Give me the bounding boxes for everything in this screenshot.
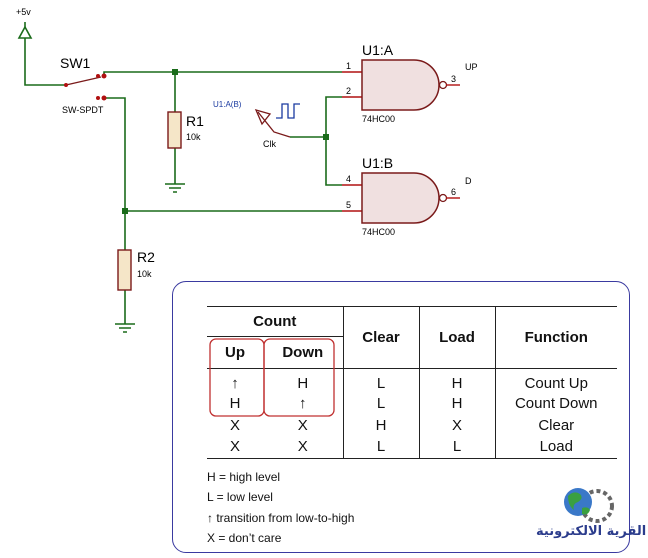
gate-a-pin2: 2 bbox=[346, 86, 351, 96]
r1-value-label: 10k bbox=[186, 132, 201, 142]
legend-low: L = low level bbox=[207, 490, 273, 504]
switch-sw1[interactable] bbox=[64, 73, 107, 101]
legend-dont-care: X = don’t care bbox=[207, 531, 282, 545]
ground-icon bbox=[165, 183, 185, 193]
r2-value-label: 10k bbox=[137, 269, 152, 279]
clock-generator[interactable] bbox=[254, 103, 300, 138]
gate-b-ref-label: U1:B bbox=[362, 155, 393, 171]
junction-nodes bbox=[122, 69, 329, 214]
r1-ref-label: R1 bbox=[186, 113, 204, 129]
switch-ref-label: SW1 bbox=[60, 55, 91, 71]
wire-sw-bottom bbox=[104, 97, 126, 250]
gate-a-pin3: 3 bbox=[451, 74, 456, 84]
table-row: X X L L Load bbox=[207, 436, 617, 459]
wire-supply bbox=[24, 38, 66, 86]
nand-gate-a[interactable] bbox=[342, 59, 460, 111]
wire-clk-bus bbox=[325, 96, 342, 186]
gate-b-pin4: 4 bbox=[346, 174, 351, 184]
header-function: Function bbox=[494, 306, 617, 369]
nand-gate-b[interactable] bbox=[342, 172, 460, 224]
resistor-r2[interactable] bbox=[117, 249, 132, 291]
clock-label: Clk bbox=[263, 139, 276, 149]
table-row: X X H X Clear bbox=[207, 414, 617, 436]
square-wave-icon bbox=[276, 103, 300, 119]
resistor-r1[interactable] bbox=[167, 111, 182, 149]
header-count: Count bbox=[207, 306, 343, 337]
supply-arrow-icon bbox=[17, 25, 33, 39]
legend-high: H = high level bbox=[207, 470, 281, 484]
gate-b-part-label: 74HC00 bbox=[362, 227, 395, 237]
r2-ref-label: R2 bbox=[137, 249, 155, 265]
ground-icon bbox=[115, 323, 135, 333]
table-row: H ↑ L H Count Down bbox=[207, 392, 617, 414]
truth-table-panel bbox=[172, 281, 630, 553]
gate-b-out-label: D bbox=[465, 176, 472, 186]
gate-a-part-label: 74HC00 bbox=[362, 114, 395, 124]
supply-label: +5v bbox=[16, 7, 31, 17]
globe-gear-icon bbox=[564, 488, 614, 523]
logo-text: القرية الالكترونية bbox=[536, 524, 647, 539]
gate-a-out-label: UP bbox=[465, 62, 478, 72]
gate-b-pin5: 5 bbox=[346, 200, 351, 210]
gate-a-ref-label: U1:A bbox=[362, 42, 394, 58]
gate-a-pin1: 1 bbox=[346, 61, 351, 71]
header-load: Load bbox=[418, 306, 495, 369]
legend-transition: ↑ transition from low-to-high bbox=[207, 511, 355, 525]
switch-type-label: SW-SPDT bbox=[62, 105, 104, 115]
clock-ref-label: U1:A(B) bbox=[213, 100, 242, 109]
header-clear: Clear bbox=[342, 306, 419, 369]
gate-b-pin6: 6 bbox=[451, 187, 456, 197]
